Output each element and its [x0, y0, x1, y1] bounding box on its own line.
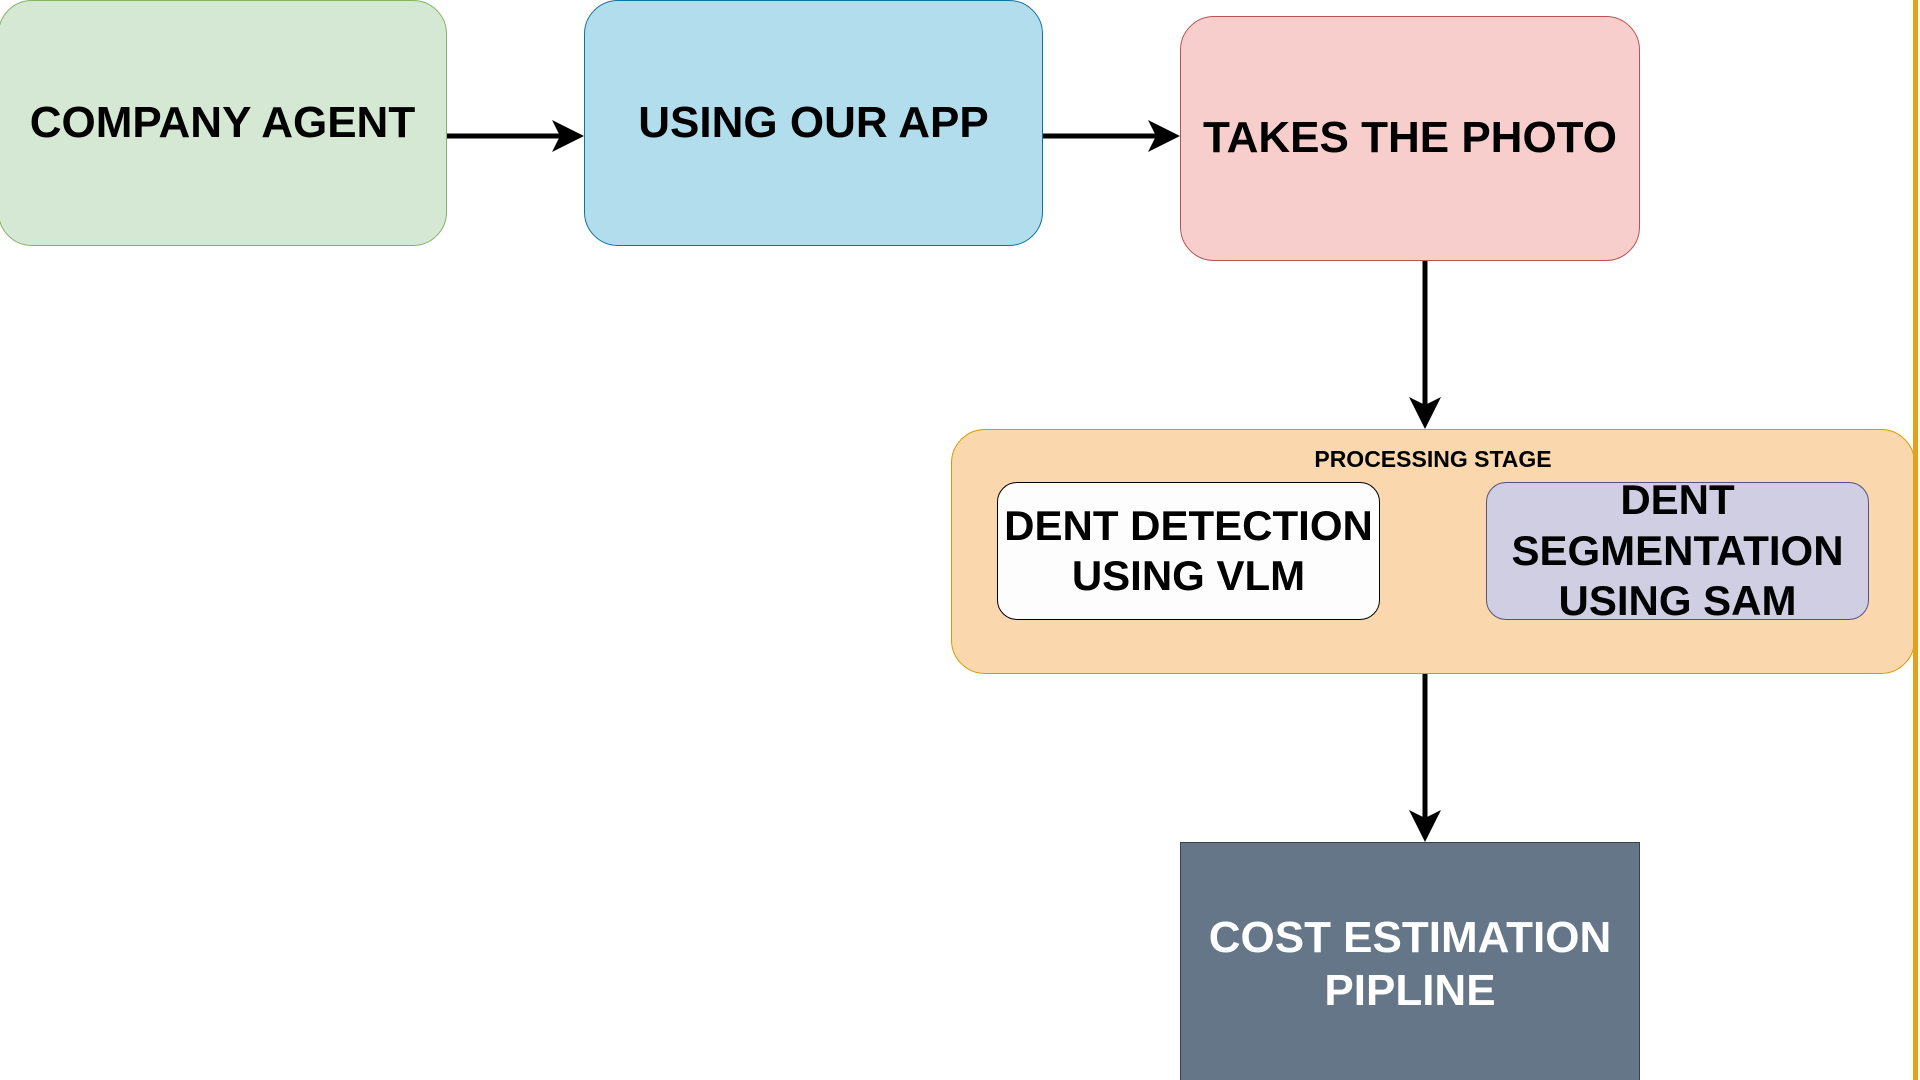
using-our-app-node[interactable]: USING OUR APP	[584, 0, 1043, 246]
dent-detection-label: DENT DETECTION USING VLM	[1004, 501, 1373, 599]
company-agent-node[interactable]: COMPANY AGENT	[0, 0, 447, 246]
edge-company-agent-to-using-app	[447, 120, 584, 152]
edge-processing-stage-to-cost-estimation	[1409, 674, 1441, 842]
edge-using-app-to-takes-photo	[1043, 120, 1180, 152]
right-edge-accent-bar	[1913, 0, 1918, 1080]
dent-segmentation-label: DENT SEGMENTATION USING SAM	[1511, 476, 1844, 625]
cost-estimation-node[interactable]: COST ESTIMATION PIPLINE	[1180, 842, 1640, 1080]
takes-the-photo-label: TAKES THE PHOTO	[1203, 113, 1617, 163]
company-agent-label: COMPANY AGENT	[29, 97, 416, 147]
using-our-app-label: USING OUR APP	[638, 97, 989, 147]
dent-detection-node[interactable]: DENT DETECTION USING VLM	[997, 482, 1380, 620]
takes-the-photo-node[interactable]: TAKES THE PHOTO	[1180, 16, 1640, 261]
dent-segmentation-node[interactable]: DENT SEGMENTATION USING SAM	[1486, 476, 1869, 624]
edge-takes-photo-to-processing-stage	[1409, 261, 1441, 429]
cost-estimation-label: COST ESTIMATION PIPLINE	[1208, 912, 1612, 1015]
processing-stage-label: PROCESSING STAGE	[1314, 446, 1552, 472]
